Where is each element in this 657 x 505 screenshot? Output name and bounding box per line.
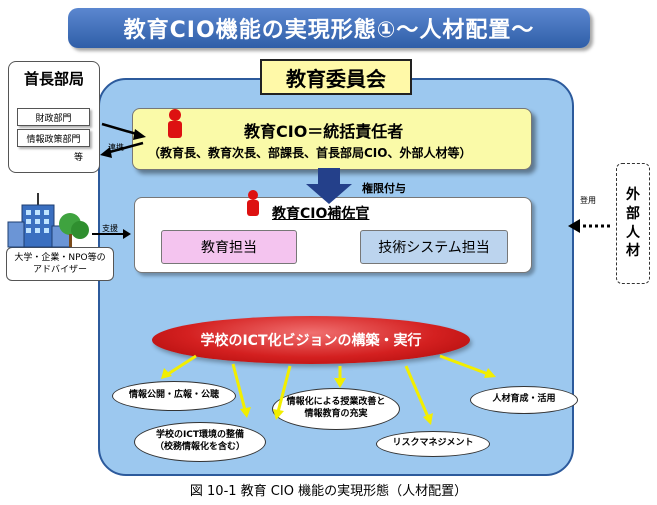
deputy-person-icon xyxy=(247,190,259,216)
vision-outcome-arrows xyxy=(161,354,496,425)
class-improvement-line1: 情報化による授業改善と xyxy=(286,397,386,408)
mayor-department-title: 首長部局 xyxy=(23,70,84,88)
risk-management-oval: リスクマネジメント xyxy=(376,431,490,457)
figure-caption: 図 10-1 教育 CIO 機能の実現形態（人材配置） xyxy=(189,484,468,499)
class-improvement-oval: 情報化による授業改善と 情報教育の充実 xyxy=(272,388,400,430)
advisors-box: 大学・企業・NPO等の アドバイザー xyxy=(6,247,114,281)
page-title: 教育CIO機能の実現形態①～人材配置～ xyxy=(68,8,590,48)
external-talent-box: 外 部 人 材 xyxy=(616,163,650,284)
cio-deputy-title: 教育CIO補佐官 xyxy=(272,206,370,222)
cooperation-arrows-icon xyxy=(100,122,146,158)
info-policy-department-box: 情報政策部門 xyxy=(17,129,90,147)
external-talent-char-2: 部 xyxy=(626,205,640,222)
mayor-etc-label: 等 xyxy=(74,153,84,163)
risk-management-label: リスクマネジメント xyxy=(392,438,474,449)
support-label: 支援 xyxy=(102,224,118,233)
appointment-label: 登用 xyxy=(580,196,596,205)
authority-label: 権限付与 xyxy=(362,182,406,195)
building-icon xyxy=(7,193,89,248)
info-disclosure-label: 情報公開・広報・公聴 xyxy=(128,390,219,401)
advisors-line1: 大学・企業・NPO等の xyxy=(14,252,106,263)
finance-department-box: 財政部門 xyxy=(17,108,90,126)
cooperation-label: 連携 xyxy=(108,143,124,152)
support-arrow-icon xyxy=(92,229,131,239)
education-role-box: 教育担当 xyxy=(161,230,297,264)
arrow-to-info-disclosure xyxy=(167,354,197,376)
cio-title: 教育CIO＝統括責任者 xyxy=(244,122,404,141)
talent-development-label: 人材育成・活用 xyxy=(492,394,556,405)
board-of-education-label: 教育委員会 xyxy=(260,59,412,95)
ict-environment-oval: 学校のICT環境の整備 （校務情報化を含む） xyxy=(134,422,266,462)
authority-arrow-icon xyxy=(306,168,352,204)
class-improvement-line2: 情報教育の充実 xyxy=(304,409,368,419)
info-disclosure-oval: 情報公開・広報・公聴 xyxy=(112,381,236,411)
external-talent-char-1: 外 xyxy=(626,186,640,203)
tech-system-role-box: 技術システム担当 xyxy=(360,230,508,264)
external-talent-char-4: 材 xyxy=(626,243,640,260)
cio-person-icon xyxy=(168,109,182,138)
advisors-line2: アドバイザー xyxy=(32,265,87,275)
talent-development-oval: 人材育成・活用 xyxy=(470,386,578,414)
cio-members: （教育長、教育次長、部課長、首長部局CIO、外部人材等） xyxy=(148,146,472,160)
ict-vision-ellipse: 学校のICT化ビジョンの構築・実行 xyxy=(152,316,470,364)
external-talent-char-3: 人 xyxy=(626,224,640,241)
ict-environment-line1: 学校のICT環境の整備 xyxy=(155,430,245,441)
ict-environment-line2: （校務情報化を含む） xyxy=(154,442,245,452)
appointment-arrow-icon xyxy=(568,219,610,233)
